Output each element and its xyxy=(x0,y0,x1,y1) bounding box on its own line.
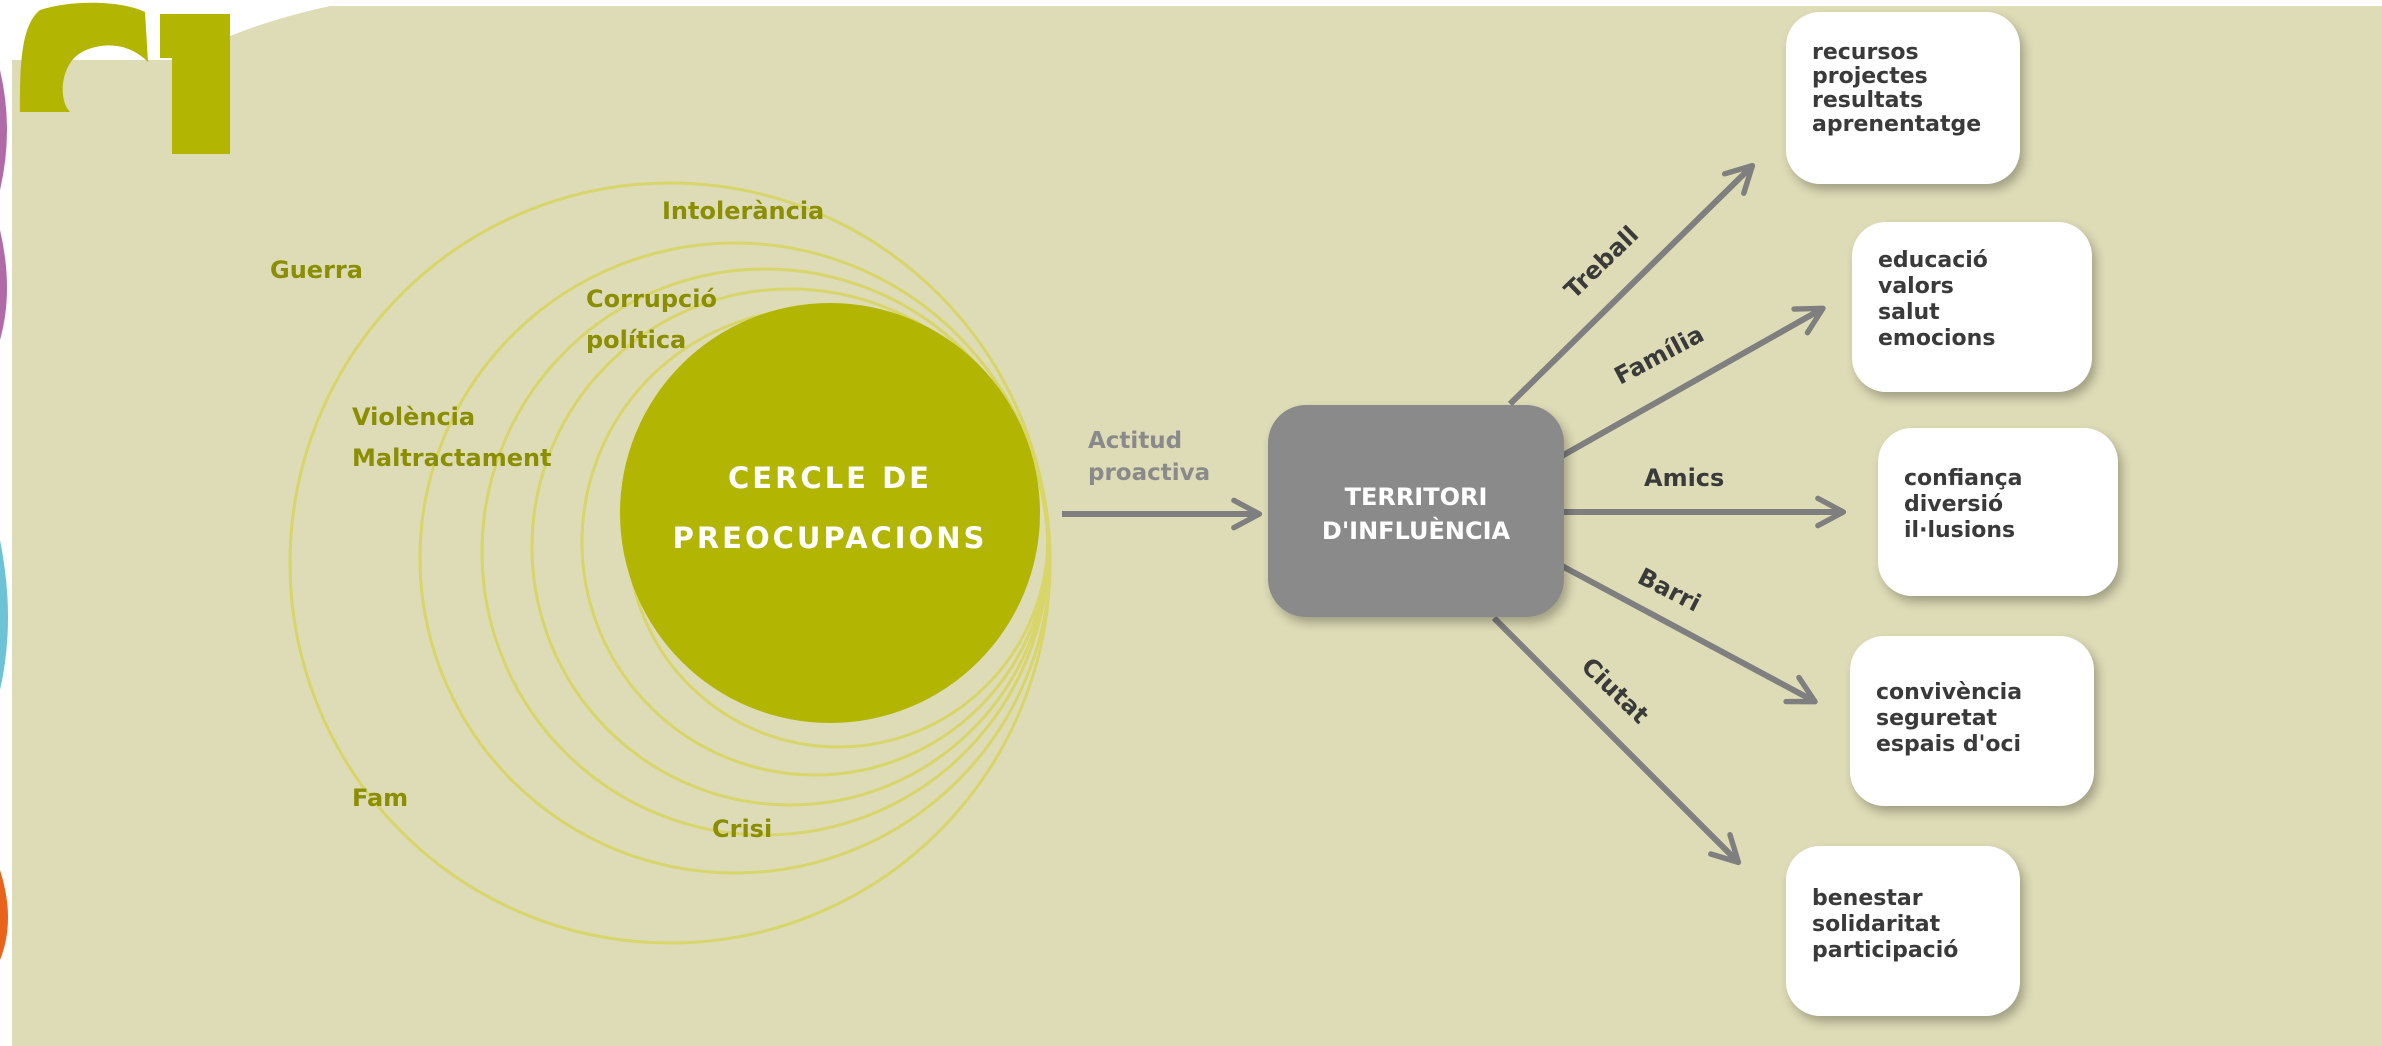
ring-2 xyxy=(418,241,1052,875)
box-item: projectes xyxy=(1812,64,1928,89)
box-item: valors xyxy=(1878,274,1954,299)
circle-of-concern xyxy=(620,303,1040,723)
territory-line1: TERRITORI xyxy=(1344,483,1488,511)
concern-fam: Fam xyxy=(352,784,408,812)
branch-label-amics: Amics xyxy=(1644,464,1724,492)
outcome-box-amics: confiança diversió il·lusions xyxy=(1878,428,2118,596)
outcome-box-ciutat: benestar solidaritat participació xyxy=(1786,846,2020,1016)
territory-line2: D'INFLUÈNCIA xyxy=(1321,517,1511,545)
circle-title-line2: PREOCUPACIONS xyxy=(673,521,988,555)
arrow-ciutat xyxy=(1491,615,1742,866)
box-item: benestar xyxy=(1812,886,1923,911)
concern-labels: Intolerància Guerra Corrupció política V… xyxy=(270,197,824,843)
box-item: resultats xyxy=(1812,88,1924,113)
cyan-accent xyxy=(0,540,8,690)
arrow-treball xyxy=(1507,162,1756,407)
top-edge xyxy=(0,0,2382,6)
outcome-box-treball: recursos projectes resultats aprenentatg… xyxy=(1786,12,2020,184)
concern-intolerancia: Intolerància xyxy=(662,197,824,225)
orange-accent xyxy=(0,870,8,960)
purple-accent-upper xyxy=(0,70,7,190)
logo-bar-stem xyxy=(172,58,230,154)
logo-mark xyxy=(20,2,230,154)
purple-accent-lower xyxy=(0,230,7,340)
box-item: emocions xyxy=(1878,326,1996,351)
box-item: participació xyxy=(1812,938,1959,963)
box-item: espais d'oci xyxy=(1876,732,2022,757)
proactive-label-line2: proactiva xyxy=(1088,460,1210,486)
box-item: confiança xyxy=(1904,466,2023,491)
outcome-box-familia: educació valors salut emocions xyxy=(1852,222,2092,392)
logo-bar-top xyxy=(160,14,230,58)
concern-politica: política xyxy=(586,326,686,354)
proactive-label-line1: Actitud xyxy=(1088,428,1182,454)
box-item: aprenentatge xyxy=(1812,112,1982,137)
circle-title-line1: CERCLE DE xyxy=(728,461,932,495)
concern-guerra: Guerra xyxy=(270,256,363,284)
box-item: solidaritat xyxy=(1812,912,1941,937)
box-item: seguretat xyxy=(1876,706,1998,731)
box-item: recursos xyxy=(1812,40,1919,65)
box-item: convivència xyxy=(1876,680,2023,705)
box-item: educació xyxy=(1878,248,1988,273)
concern-maltractament: Maltractament xyxy=(352,444,552,472)
concern-violencia: Violència xyxy=(352,403,475,431)
concern-corrupcio: Corrupció xyxy=(586,285,717,313)
concern-crisi: Crisi xyxy=(712,815,772,843)
box-item: salut xyxy=(1878,300,1940,325)
arrow-familia xyxy=(1558,305,1826,460)
territory-node: TERRITORI D'INFLUÈNCIA xyxy=(1268,405,1564,617)
box-item: il·lusions xyxy=(1904,518,2016,543)
box-item: diversió xyxy=(1904,492,2004,517)
outcome-box-barri: convivència seguretat espais d'oci xyxy=(1850,636,2094,806)
branch-arrows xyxy=(1491,162,1847,866)
logo-curve xyxy=(20,2,148,112)
arrow-barri xyxy=(1560,563,1818,705)
